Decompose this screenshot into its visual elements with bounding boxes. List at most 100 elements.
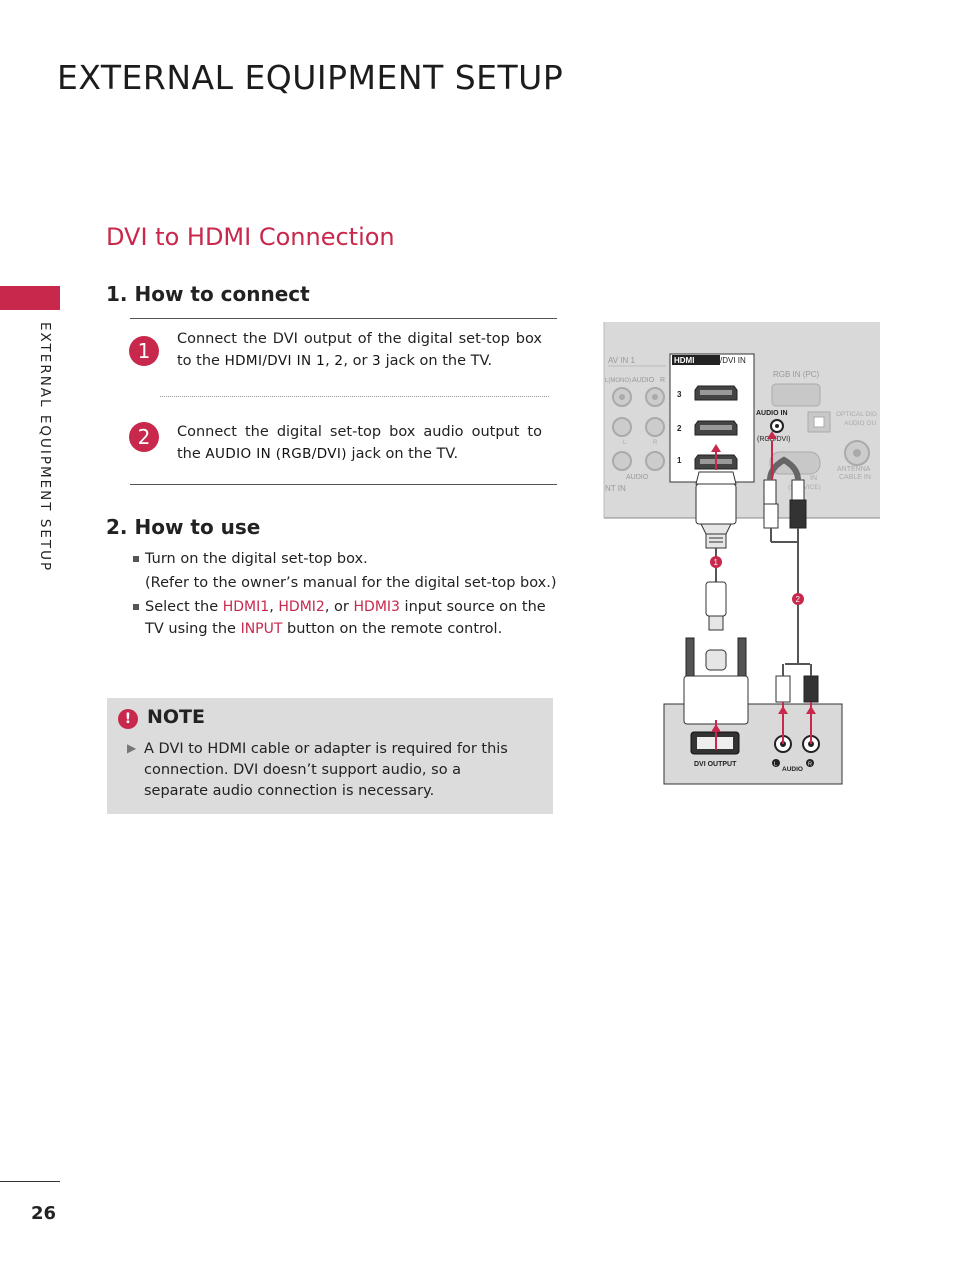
how-to-connect-heading: 1. How to connect <box>106 282 310 306</box>
rgb-dvi-label: (RGB/DVI) <box>757 436 790 443</box>
av-in-1-label: AV IN 1 <box>608 356 636 365</box>
cable-in-label: CABLE IN <box>839 474 871 481</box>
hdmi-arrow-head <box>711 444 721 452</box>
rs-in-label: IN <box>810 475 817 482</box>
hdmi-port-2-pins <box>700 425 732 430</box>
bullet-icon <box>133 604 139 610</box>
audio-plug-l-body <box>763 503 779 529</box>
comp-jack-2 <box>645 417 665 437</box>
optical-label-1: OPTICAL DIG <box>836 411 877 418</box>
bullet-icon <box>133 556 139 562</box>
use-line-3-comma: , <box>269 599 279 615</box>
input-keyword: INPUT <box>240 621 283 637</box>
note-arrow-icon: ▶ <box>127 741 137 755</box>
use-line-3: Select the HDMI1, HDMI2, or HDMI3 input … <box>133 596 546 618</box>
step-separator <box>160 396 549 397</box>
audio-in-label: AUDIO IN <box>756 410 788 417</box>
use-line-2: (Refer to the owner’s manual for the dig… <box>145 575 557 591</box>
dvi-plug-top <box>705 649 727 671</box>
audio-out-l-badge-text: L <box>774 762 777 768</box>
optical-port-inner <box>813 416 825 428</box>
use-line-3-pre: Select the <box>145 599 223 615</box>
audio-plug-l-top <box>763 479 777 505</box>
comp-l-label: L <box>623 440 627 446</box>
step-1-badge: 1 <box>129 336 159 366</box>
divider-bottom <box>130 484 557 485</box>
hdmi-port-3-pins <box>700 390 732 395</box>
page-title: EXTERNAL EQUIPMENT SETUP <box>57 58 564 97</box>
diagram-badge-2 <box>792 593 804 605</box>
diagram-badge-1-text: 1 <box>714 558 719 567</box>
comp-r-label: R <box>653 440 658 446</box>
audio-in-jack-center <box>775 424 779 428</box>
diagram-badge-2-text: 2 <box>796 595 801 604</box>
dvi-thumbscrew-left <box>685 637 695 677</box>
hdmi-plug-tip <box>695 471 737 485</box>
comp-jack-1 <box>612 417 632 437</box>
audio-arrow-head <box>767 431 777 439</box>
rgb-in-port <box>771 383 821 407</box>
hdmi-port-2-label: 2 <box>677 424 682 433</box>
use-line-4-post: button on the remote control. <box>282 621 503 637</box>
comp-audio-label: AUDIO <box>626 474 649 481</box>
antenna-label: ANTENNA <box>837 466 871 473</box>
step-2-badge: 2 <box>129 422 159 452</box>
hdmi1-keyword: HDMI1 <box>222 599 270 615</box>
rgb-in-label: RGB IN (PC) <box>773 370 820 379</box>
dvi-arrow-head <box>711 724 721 732</box>
hdmi-port-1-label: 1 <box>677 456 682 465</box>
audio-out-r-badge-text: R <box>808 762 812 768</box>
hdmi2-keyword: HDMI2 <box>278 599 325 615</box>
optical-label-2: AUDIO OU <box>844 420 876 427</box>
av-jack-r-1-center <box>652 394 658 400</box>
step-1-sep2: , or <box>343 353 373 369</box>
audio-out-l-badge <box>772 759 780 767</box>
av-r-label: R <box>660 377 665 384</box>
audio-out-label: AUDIO <box>782 766 803 773</box>
divider-top <box>130 318 557 319</box>
step-2-text-pre: Connect the digital set-top box audio ou… <box>177 424 542 462</box>
section-title: DVI to HDMI Connection <box>106 223 395 251</box>
dvi-plug-strain <box>705 581 727 617</box>
nt-in-label: NT IN <box>605 484 626 493</box>
use-line-4-pre: TV using the <box>145 621 241 637</box>
l-mono-label: L(MONO) <box>605 378 631 384</box>
how-to-use-heading: 2. How to use <box>106 515 261 539</box>
dvi-thumbscrew-right <box>737 637 747 677</box>
step-2-text: Connect the digital set-top box audio ou… <box>177 421 542 465</box>
dvi-output-label: DVI OUTPUT <box>694 761 737 768</box>
connection-diagram: AV IN 1 L(MONO) AUDIO R L R AUDIO NT IN … <box>603 322 880 785</box>
hdmi-plug-strain <box>705 533 727 549</box>
hdmi-port-3-label: 3 <box>677 390 682 399</box>
dvi-plug-neck <box>708 615 724 631</box>
step-2-text-post: jack on the TV. <box>346 446 459 462</box>
hdmi-logo: HDMI <box>674 356 694 365</box>
antenna-jack-center <box>853 449 861 457</box>
av-audio-label: AUDIO <box>632 377 655 384</box>
hdmi-logo-box <box>672 355 720 365</box>
step-1-text-post: jack on the TV. <box>381 353 493 369</box>
comp-jack-4 <box>645 451 665 471</box>
hdmi-plug-neck <box>700 523 732 535</box>
audio-plug-r-body <box>789 499 807 529</box>
diagram-badge-1 <box>710 556 722 568</box>
step-1-text: Connect the DVI output of the digital se… <box>177 328 542 372</box>
use-line-1-text: Turn on the digital set-top box. <box>145 551 368 567</box>
step-1-sep1: , <box>325 353 335 369</box>
audio-out-arrow-r-head <box>806 706 816 714</box>
use-line-1: Turn on the digital set-top box. <box>133 548 368 570</box>
hdmi-plug-body <box>695 483 737 525</box>
bottom-plug-l <box>775 675 791 703</box>
step-1-text-pre: Connect the DVI output of the digital se… <box>177 331 542 369</box>
warning-icon: ! <box>118 709 138 729</box>
comp-jack-3 <box>612 451 632 471</box>
note-title: NOTE <box>147 706 205 728</box>
step-1-keyword-3: 3 <box>372 353 382 369</box>
side-tab-marker <box>0 286 60 310</box>
use-line-3-post: input source on the <box>399 599 546 615</box>
footer-rule <box>0 1181 60 1182</box>
side-section-label: EXTERNAL EQUIPMENT SETUP <box>37 322 53 573</box>
note-box <box>107 698 553 814</box>
note-text: A DVI to HDMI cable or adapter is requir… <box>144 741 508 799</box>
bottom-plug-r <box>803 675 819 703</box>
